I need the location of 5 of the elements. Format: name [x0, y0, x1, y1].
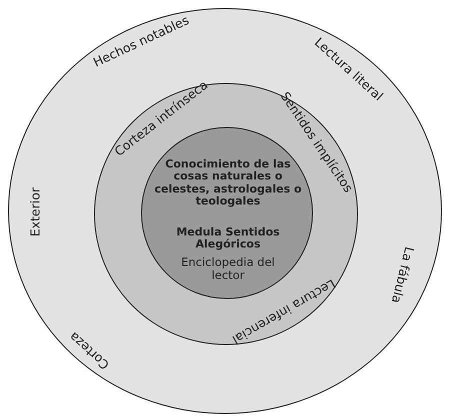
circle-text: Enciclopedia del lector	[180, 256, 276, 282]
circle-text: Conocimiento de las cosas naturales o celestes, astrologales o teologales	[153, 158, 303, 208]
circle-text: Medula Sentidos Alegóricos	[175, 226, 281, 252]
ring-label: La fábula	[388, 245, 418, 305]
ring-label: Exterior	[28, 187, 42, 237]
